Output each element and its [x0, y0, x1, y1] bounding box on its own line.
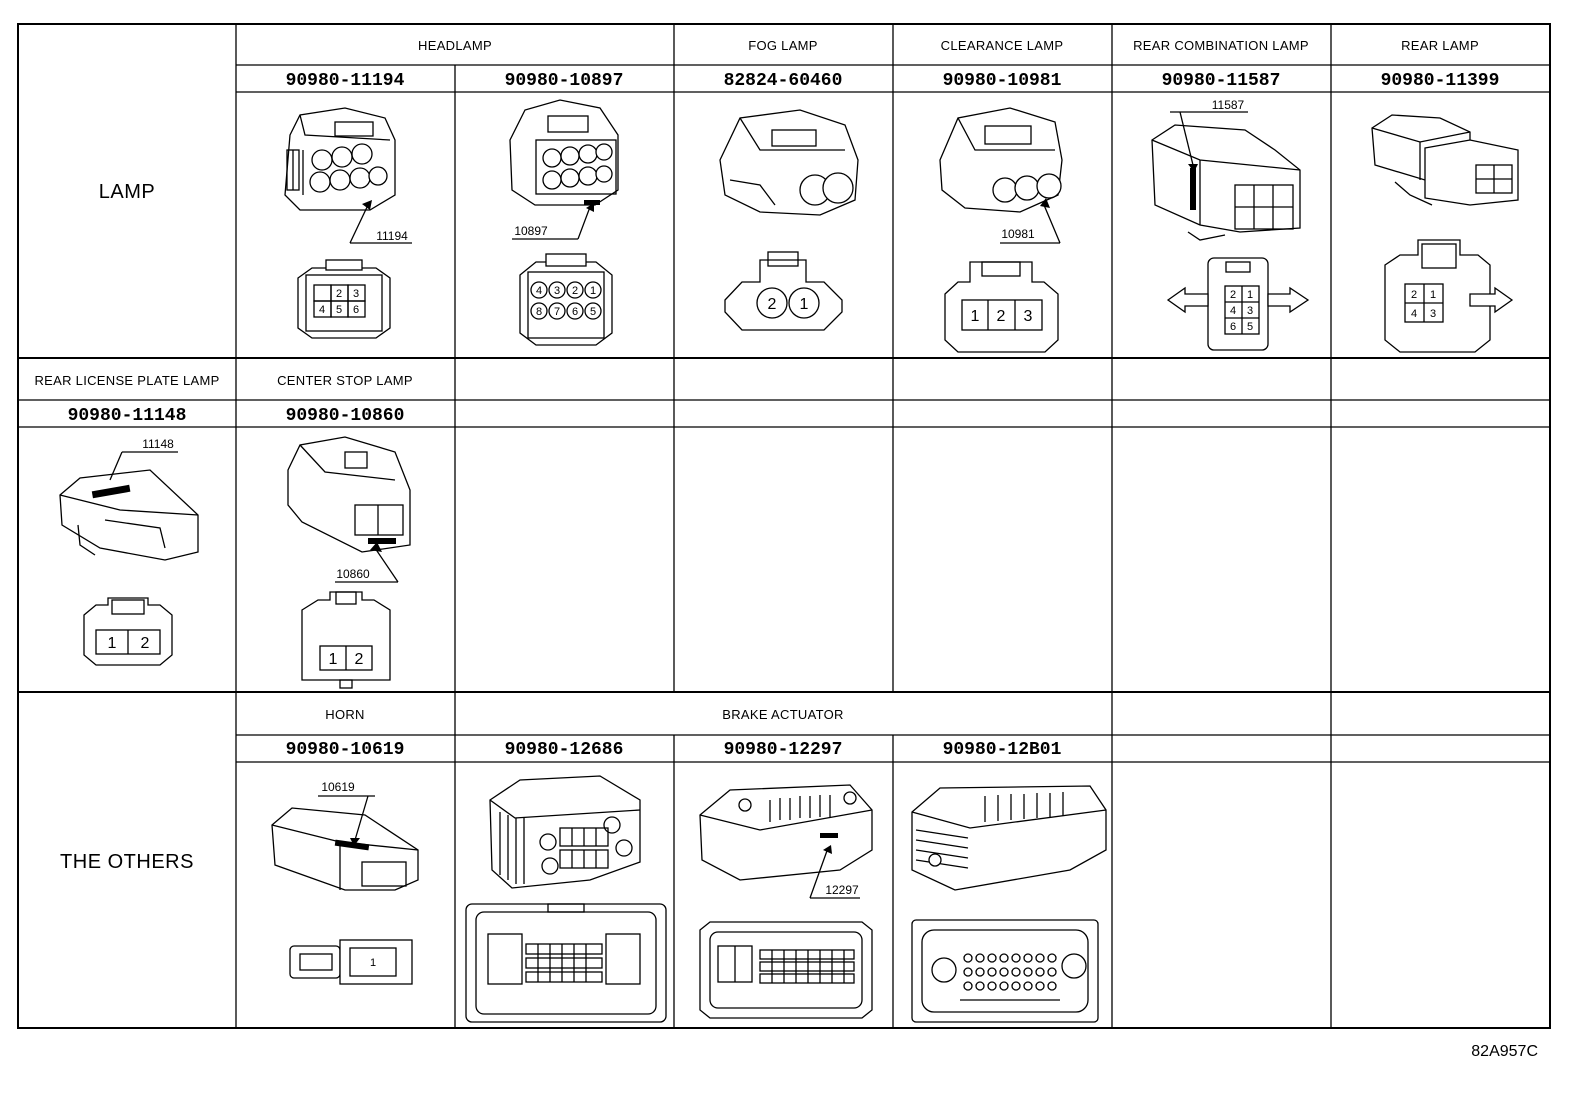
- connector-face-view: [1384, 239, 1514, 353]
- connector-face-view: [297, 259, 391, 339]
- part-number: 90980-10619: [286, 740, 405, 760]
- pin-number: 1: [108, 635, 117, 652]
- connector-3d-illustration: [287, 436, 411, 583]
- part-number: 90980-11148: [68, 406, 187, 426]
- pin-number: 2: [355, 651, 364, 668]
- pin-number: 3: [353, 288, 359, 300]
- pin-number: 4: [319, 304, 325, 316]
- part-number: 90980-12686: [505, 740, 624, 760]
- pin-number: 1: [590, 285, 596, 297]
- callout-label: 10897: [514, 224, 548, 238]
- connector-3d-illustration: [911, 785, 1107, 891]
- connector-3d-illustration: [719, 109, 859, 216]
- callout-label: 11587: [1212, 98, 1245, 112]
- connector-face-view: [519, 253, 613, 346]
- part-number: 90980-10860: [286, 406, 405, 426]
- pin-number: 2: [768, 296, 777, 313]
- pin-number: 1: [1430, 289, 1436, 301]
- part-number: 90980-12B01: [943, 740, 1062, 760]
- part-number: 90980-11399: [1381, 71, 1500, 91]
- section-rear-combination-lamp: REAR COMBINATION LAMP: [1133, 38, 1309, 53]
- callout-label: 10860: [336, 567, 370, 581]
- connector-3d-illustration: [699, 784, 873, 899]
- section-fog-lamp: FOG LAMP: [748, 38, 818, 53]
- section-horn: HORN: [325, 707, 364, 722]
- pin-number: 6: [353, 304, 359, 316]
- connector-3d-illustration: [59, 451, 199, 561]
- pin-number: 2: [336, 288, 342, 300]
- connector-3d-illustration: [271, 795, 419, 891]
- connector-face-view: [911, 919, 1099, 1023]
- pin-number: 2: [1230, 289, 1236, 301]
- category-lamp: LAMP: [99, 181, 155, 203]
- connector-3d-illustration: [509, 99, 619, 240]
- part-number: 90980-11587: [1162, 71, 1281, 91]
- connector-face-view: [1166, 257, 1310, 351]
- pin-number: 1: [800, 296, 809, 313]
- category-others: THE OTHERS: [60, 851, 194, 873]
- pin-number: 2: [141, 635, 150, 652]
- callout-label: 11148: [142, 437, 174, 451]
- section-rear-license-plate-lamp: REAR LICENSE PLATE LAMP: [34, 373, 219, 388]
- connector-face-view: [83, 597, 173, 666]
- pin-number: 4: [1411, 308, 1417, 320]
- part-number: 90980-10981: [943, 71, 1062, 91]
- part-number: 82824-60460: [724, 71, 843, 91]
- part-number: 90980-10897: [505, 71, 624, 91]
- pin-number: 1: [370, 957, 376, 969]
- connector-face-view: [724, 251, 843, 331]
- connector-face-view: [465, 903, 667, 1023]
- drawing-code: 82A957C: [1471, 1043, 1538, 1060]
- section-center-stop-lamp: CENTER STOP LAMP: [277, 373, 413, 388]
- pin-number: 5: [1247, 321, 1253, 333]
- connector-face-view: [289, 939, 413, 985]
- pin-number: 3: [1024, 308, 1033, 325]
- connector-3d-illustration: [1151, 111, 1301, 241]
- pin-number: 3: [554, 285, 560, 297]
- pin-number: 1: [1247, 289, 1253, 301]
- pin-number: 3: [1430, 308, 1436, 320]
- pin-number: 6: [572, 306, 578, 318]
- pin-number: 2: [572, 285, 578, 297]
- table-grid: [17, 23, 1551, 1029]
- pin-number: 2: [1411, 289, 1417, 301]
- pin-number: 4: [536, 285, 542, 297]
- callout-label: 10981: [1001, 227, 1035, 241]
- pin-number: 8: [536, 306, 542, 318]
- section-brake-actuator: BRAKE ACTUATOR: [722, 707, 843, 722]
- section-rear-lamp: REAR LAMP: [1401, 38, 1479, 53]
- connector-3d-illustration: [939, 107, 1063, 244]
- connector-3d-illustration: [284, 107, 412, 244]
- pin-number: 3: [1247, 305, 1253, 317]
- connector-3d-illustration: [489, 775, 641, 889]
- connector-face-view: [301, 591, 391, 689]
- part-number: 90980-12297: [724, 740, 843, 760]
- callout-label: 10619: [321, 780, 355, 794]
- pin-number: 2: [997, 308, 1006, 325]
- pin-number: 1: [329, 651, 338, 668]
- section-clearance-lamp: CLEARANCE LAMP: [941, 38, 1064, 53]
- pin-number: 5: [336, 304, 342, 316]
- connector-face-view: [699, 921, 873, 1019]
- part-number: 90980-11194: [286, 71, 405, 91]
- connector-3d-illustration: [1371, 114, 1519, 206]
- connector-face-view: [944, 261, 1059, 353]
- callout-label: 11194: [376, 229, 408, 243]
- section-headlamp: HEADLAMP: [418, 38, 492, 53]
- pin-number: 6: [1230, 321, 1236, 333]
- pin-number: 7: [554, 306, 560, 318]
- callout-label: 12297: [825, 883, 859, 897]
- pin-number: 4: [1230, 305, 1236, 317]
- pin-number: 5: [590, 306, 596, 318]
- pin-number: 1: [971, 308, 980, 325]
